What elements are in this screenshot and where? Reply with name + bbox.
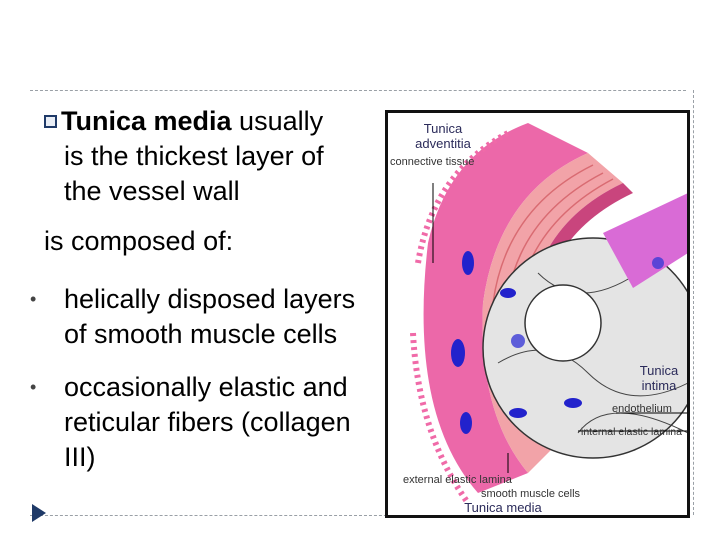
- checkbox-bullet-icon: [44, 115, 57, 128]
- headline-bold: Tunica media: [61, 106, 232, 136]
- bullet-marker: •: [30, 289, 37, 309]
- intima-band: [603, 193, 687, 288]
- vessel-illustration: [410, 123, 687, 505]
- nucleus: [509, 408, 527, 418]
- headline-line3: the vessel wall: [64, 176, 240, 206]
- lumen-opening: [524, 284, 602, 362]
- label-smooth-muscle-cells: smooth muscle cells: [481, 488, 581, 500]
- composed-label: is composed of:: [44, 226, 234, 256]
- bullet-item: • occasionally elastic and reticular fib…: [30, 370, 360, 475]
- bottom-divider: [30, 515, 686, 516]
- nucleus: [462, 251, 474, 275]
- headline-line2: is the thickest layer of: [64, 141, 324, 171]
- label-internal-elastic-lamina: internal elastic lamina: [581, 426, 682, 438]
- bullet-marker: •: [30, 377, 37, 397]
- headline: Tunica media usually is the thickest lay…: [44, 104, 374, 209]
- adventitia-fibers: [410, 130, 510, 505]
- nucleus: [564, 398, 582, 408]
- label-intima: Tunica intima: [639, 363, 679, 393]
- right-divider: [693, 90, 694, 515]
- label-endothelium: endothelium: [612, 403, 672, 415]
- bullet-text: helically disposed layers of smooth musc…: [64, 284, 356, 349]
- adventitia-layer: [423, 123, 588, 493]
- top-divider: [30, 90, 686, 91]
- nucleus: [511, 334, 525, 348]
- label-media: Tunica media: [464, 500, 542, 515]
- next-slide-arrow-icon[interactable]: [32, 504, 46, 522]
- nucleus: [451, 339, 465, 367]
- headline-rest: usually: [231, 106, 324, 136]
- vessel-diagram: Tunica adventitia connective tissue Tuni…: [385, 110, 690, 518]
- nucleus: [500, 288, 516, 298]
- label-external-elastic-lamina: external elastic lamina: [403, 474, 512, 486]
- label-connective-tissue: connective tissue: [390, 156, 475, 168]
- nucleus: [460, 412, 472, 434]
- label-adventitia: Tunica adventitia: [415, 121, 471, 151]
- nucleus: [652, 257, 664, 269]
- bullet-list: • helically disposed layers of smooth mu…: [30, 282, 360, 493]
- bullet-item: • helically disposed layers of smooth mu…: [30, 282, 360, 352]
- bullet-text: occasionally elastic and reticular fiber…: [64, 372, 351, 472]
